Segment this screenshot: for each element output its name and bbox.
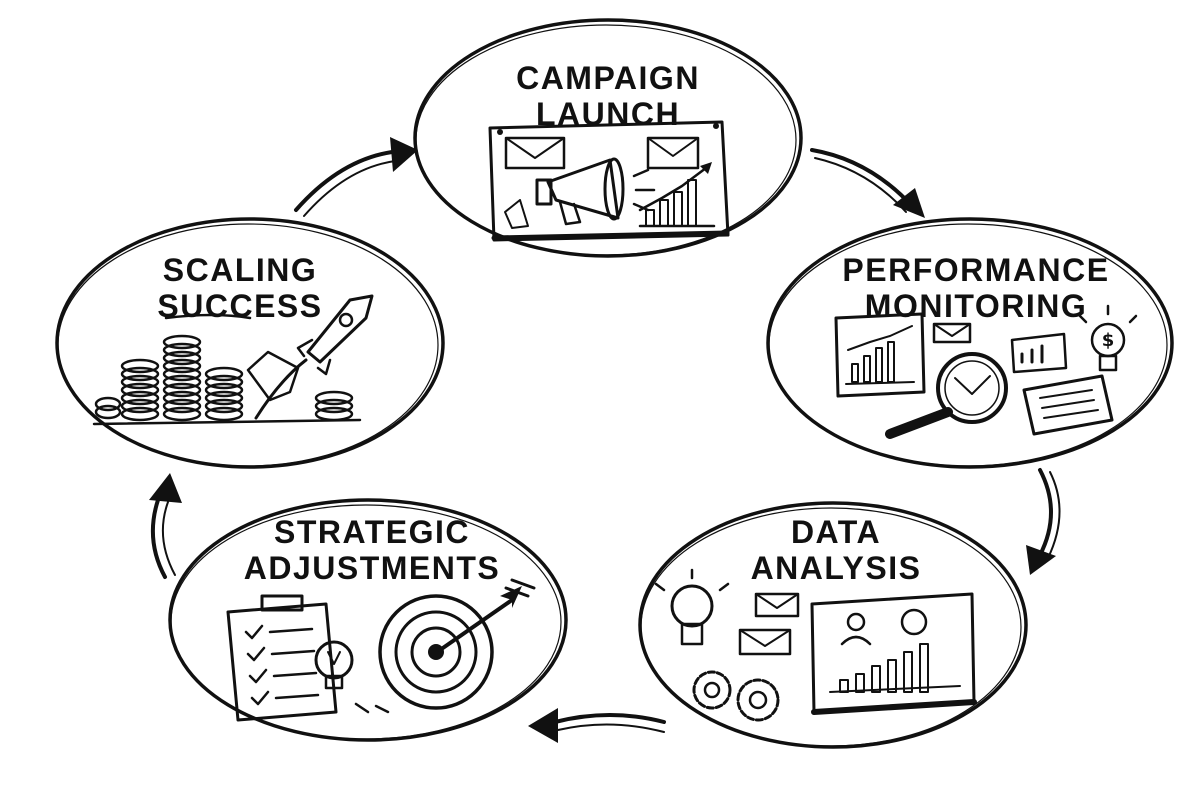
clipboard-checklist-icon	[226, 594, 338, 722]
svg-text:$: $	[1102, 330, 1115, 351]
coin	[314, 390, 354, 406]
stage-title-strategic-adjustments: STRATEGIC ADJUSTMENTS	[212, 514, 532, 586]
coin	[120, 366, 160, 382]
coin	[120, 374, 160, 390]
arrow-analysis-to-adjustments	[528, 708, 666, 743]
coin	[204, 390, 244, 406]
stage-strategic-adjustments	[168, 498, 568, 742]
arrow-icon	[438, 578, 536, 652]
stage-title-line1: CAMPAIGN	[516, 60, 700, 96]
arrow-campaign-to-performance	[810, 148, 925, 218]
stage-scaling-success	[55, 217, 445, 469]
envelope-icon	[738, 592, 800, 656]
stage-performance-monitoring: $	[766, 217, 1174, 469]
coin	[204, 366, 244, 382]
coin	[204, 374, 244, 390]
stage-title-line2: ANALYSIS	[750, 550, 922, 586]
magnifying-glass-icon	[885, 352, 1008, 439]
stage-title-campaign-launch: CAMPAIGN LAUNCH	[448, 60, 768, 132]
lightbulb-icon: $	[1078, 304, 1138, 372]
stage-data-analysis	[638, 501, 1028, 749]
stage-title-line2: ADJUSTMENTS	[243, 550, 501, 586]
stage-title-line1: DATA	[790, 514, 882, 550]
envelope-icon	[504, 136, 700, 170]
rocket-icon	[246, 294, 374, 420]
lightbulb-icon	[314, 640, 354, 690]
coin	[204, 406, 244, 422]
coin	[204, 382, 244, 398]
arrow-scaling-to-campaign	[294, 137, 418, 217]
coin	[162, 366, 202, 382]
coin	[120, 398, 160, 414]
bar-chart-icon	[638, 162, 716, 228]
coin	[162, 374, 202, 390]
stage-title-line1: PERFORMANCE	[842, 252, 1110, 288]
coin	[162, 358, 202, 374]
stage-title-performance-monitoring: PERFORMANCE MONITORING	[816, 252, 1136, 324]
coin	[120, 358, 160, 374]
coin	[120, 406, 160, 422]
target-icon	[378, 594, 494, 710]
lightbulb-icon	[654, 568, 730, 646]
stage-title-line2: SUCCESS	[157, 288, 323, 324]
stage-title-line1: SCALING	[162, 252, 318, 288]
envelope-icon	[932, 322, 972, 344]
stage-campaign-launch	[413, 18, 803, 258]
coin	[120, 382, 160, 398]
coin	[314, 398, 354, 414]
stage-title-line2: LAUNCH	[535, 96, 681, 132]
stage-title-line2: MONITORING	[864, 288, 1088, 324]
stage-title-data-analysis: DATA ANALYSIS	[676, 514, 996, 586]
coin	[162, 350, 202, 366]
coin	[162, 334, 202, 350]
coin	[162, 406, 202, 422]
arrow-adjustments-to-scaling	[149, 473, 182, 579]
gears-icon	[692, 670, 780, 722]
coin	[162, 382, 202, 398]
coin	[162, 398, 202, 414]
coin	[204, 398, 244, 414]
stage-title-line1: STRATEGIC	[273, 514, 470, 550]
coin	[120, 390, 160, 406]
report-card-icon	[1022, 374, 1114, 436]
coin	[162, 390, 202, 406]
arrow-performance-to-analysis	[1026, 468, 1061, 575]
bar-chart-icon	[1010, 332, 1068, 374]
coin-stacks-icon	[92, 334, 362, 426]
coin	[162, 342, 202, 358]
megaphone-icon	[535, 157, 656, 226]
dashboard-icon	[810, 592, 977, 715]
stage-title-scaling-success: SCALING SUCCESS	[80, 252, 400, 324]
line-chart-icon	[834, 312, 926, 398]
board-icon	[488, 120, 730, 242]
